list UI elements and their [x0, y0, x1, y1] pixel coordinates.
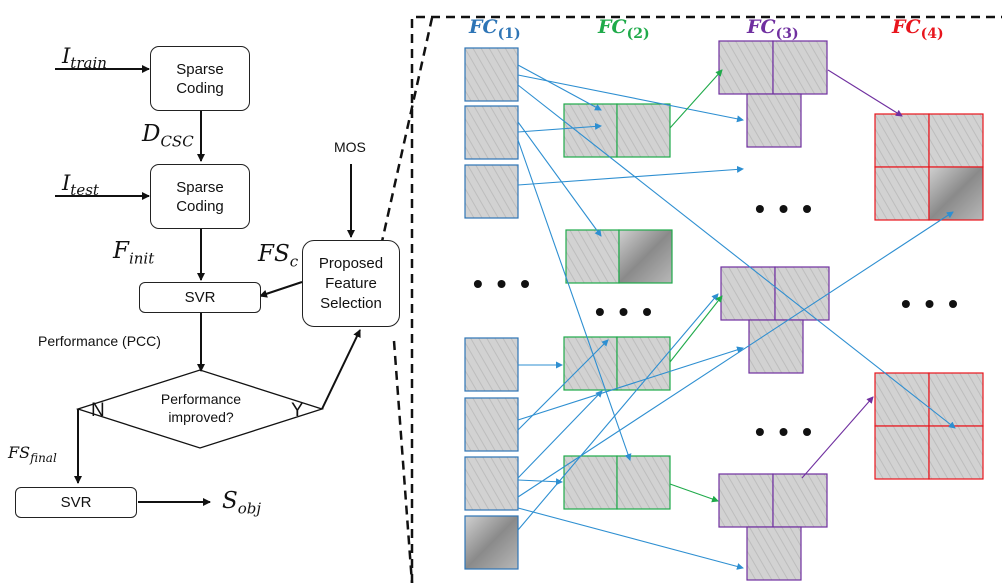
- flowchart-connectors: [55, 65, 361, 506]
- fc3-patch-2c: [748, 319, 804, 374]
- yes-label: Y: [291, 400, 304, 421]
- zoom-panel-frame: [379, 15, 1002, 583]
- fc3-patch-2a: [720, 266, 776, 321]
- blue-arrow-15: [517, 390, 603, 479]
- svr-box-2: SVR: [15, 487, 137, 518]
- feature-selection-label: Proposed Feature Selection: [318, 254, 384, 312]
- no-label: N: [91, 400, 105, 421]
- green-arrow-2: [669, 295, 723, 363]
- decision-diamond: [75, 369, 325, 449]
- blue-arrow-1: [517, 64, 602, 111]
- blue-arrow-5: [517, 165, 744, 186]
- fc1-patch-2: [464, 105, 519, 160]
- ellipsis-fc3-top: • • •: [755, 193, 815, 224]
- performance-label: Performance (PCC): [38, 333, 161, 349]
- fc2-patch-1b: [616, 103, 671, 158]
- fc3-patch-3a: [718, 473, 774, 528]
- blue-arrow-2: [517, 74, 744, 123]
- blue-arrow-11: [517, 478, 563, 486]
- ellipsis-fc2: • • •: [595, 296, 655, 327]
- svr-label-1: SVR: [184, 289, 216, 306]
- blue-arrow-10: [517, 346, 744, 421]
- f-init-label: Finit: [113, 238, 155, 268]
- fc4-patch-1d: [928, 166, 984, 221]
- fc2-patch-4a: [563, 455, 618, 510]
- fc3-patch-3b: [772, 473, 828, 528]
- blue-arrow-6: [517, 121, 602, 237]
- d-csc-label: DCSC: [142, 121, 194, 151]
- sparse-coding-box-1: Sparse Coding: [150, 46, 250, 111]
- fc3-patch-1c: [746, 93, 802, 148]
- patch-arrows: [517, 64, 956, 570]
- arrow-fs-svr: [259, 281, 303, 298]
- decision-label: Performance improved?: [160, 391, 242, 425]
- fc4-header: FC(4): [892, 16, 944, 42]
- fc2-patch-1a: [563, 103, 618, 158]
- patch-tiles: [464, 40, 984, 581]
- blue-arrow-13: [517, 293, 719, 531]
- purple-arrow-1: [827, 69, 903, 117]
- fc2-patch-3a: [563, 336, 618, 391]
- fc1-patch-3: [464, 164, 519, 219]
- s-obj-label: Sobj: [222, 488, 262, 518]
- fc4-patch-2c: [874, 425, 930, 480]
- mos-label: MOS: [334, 139, 366, 155]
- fc2-header: FC(2): [598, 16, 650, 42]
- fc4-patch-1c: [874, 166, 930, 221]
- feature-selection-box: Proposed Feature Selection: [302, 240, 400, 327]
- i-test-label: Itest: [62, 171, 99, 200]
- blue-arrow-3: [517, 122, 602, 133]
- fc1-header: FC(1): [469, 16, 521, 42]
- fs-c-label: FSc: [258, 241, 299, 271]
- fc4-patch-2a: [874, 372, 930, 427]
- fc1-patch-6: [464, 456, 519, 511]
- fc4-patch-1a: [874, 113, 930, 168]
- green-arrow-1: [669, 69, 723, 129]
- ellipsis-fc3-bottom: • • •: [755, 416, 815, 447]
- fc3-patch-1b: [772, 40, 828, 95]
- green-arrow-3: [669, 483, 719, 503]
- fc2-patch-2a: [565, 229, 620, 284]
- arrow-yes: [321, 329, 361, 410]
- svr-label-2: SVR: [60, 494, 92, 511]
- sparse-coding-label-1: Sparse Coding: [176, 60, 224, 97]
- blue-arrow-12: [517, 211, 954, 498]
- blue-arrow-14: [517, 507, 744, 570]
- sparse-coding-label-2: Sparse Coding: [176, 178, 224, 215]
- fc1-patch-7: [464, 515, 519, 570]
- blue-arrow-7: [517, 139, 632, 461]
- ellipsis-fc4: • • •: [901, 288, 961, 319]
- fc2-patch-4b: [616, 455, 671, 510]
- fc4-patch-2d: [928, 425, 984, 480]
- fc4-patch-2b: [928, 372, 984, 427]
- fc3-header: FC(3): [747, 16, 799, 42]
- fc1-patch-5: [464, 397, 519, 452]
- fs-final-label: FSfinal: [8, 443, 57, 466]
- fc2-patch-2b: [618, 229, 673, 284]
- sparse-coding-box-2: Sparse Coding: [150, 164, 250, 229]
- fc1-patch-4: [464, 337, 519, 392]
- i-train-label: Itrain: [62, 44, 107, 73]
- fc3-patch-3c: [746, 526, 802, 581]
- fc4-patch-1b: [928, 113, 984, 168]
- fc1-patch-1: [464, 47, 519, 102]
- fc3-patch-1a: [718, 40, 774, 95]
- purple-arrow-2: [801, 396, 874, 479]
- svr-box-1: SVR: [139, 282, 261, 313]
- ellipsis-fc1: • • •: [473, 268, 533, 299]
- blue-arrow-4: [517, 84, 956, 429]
